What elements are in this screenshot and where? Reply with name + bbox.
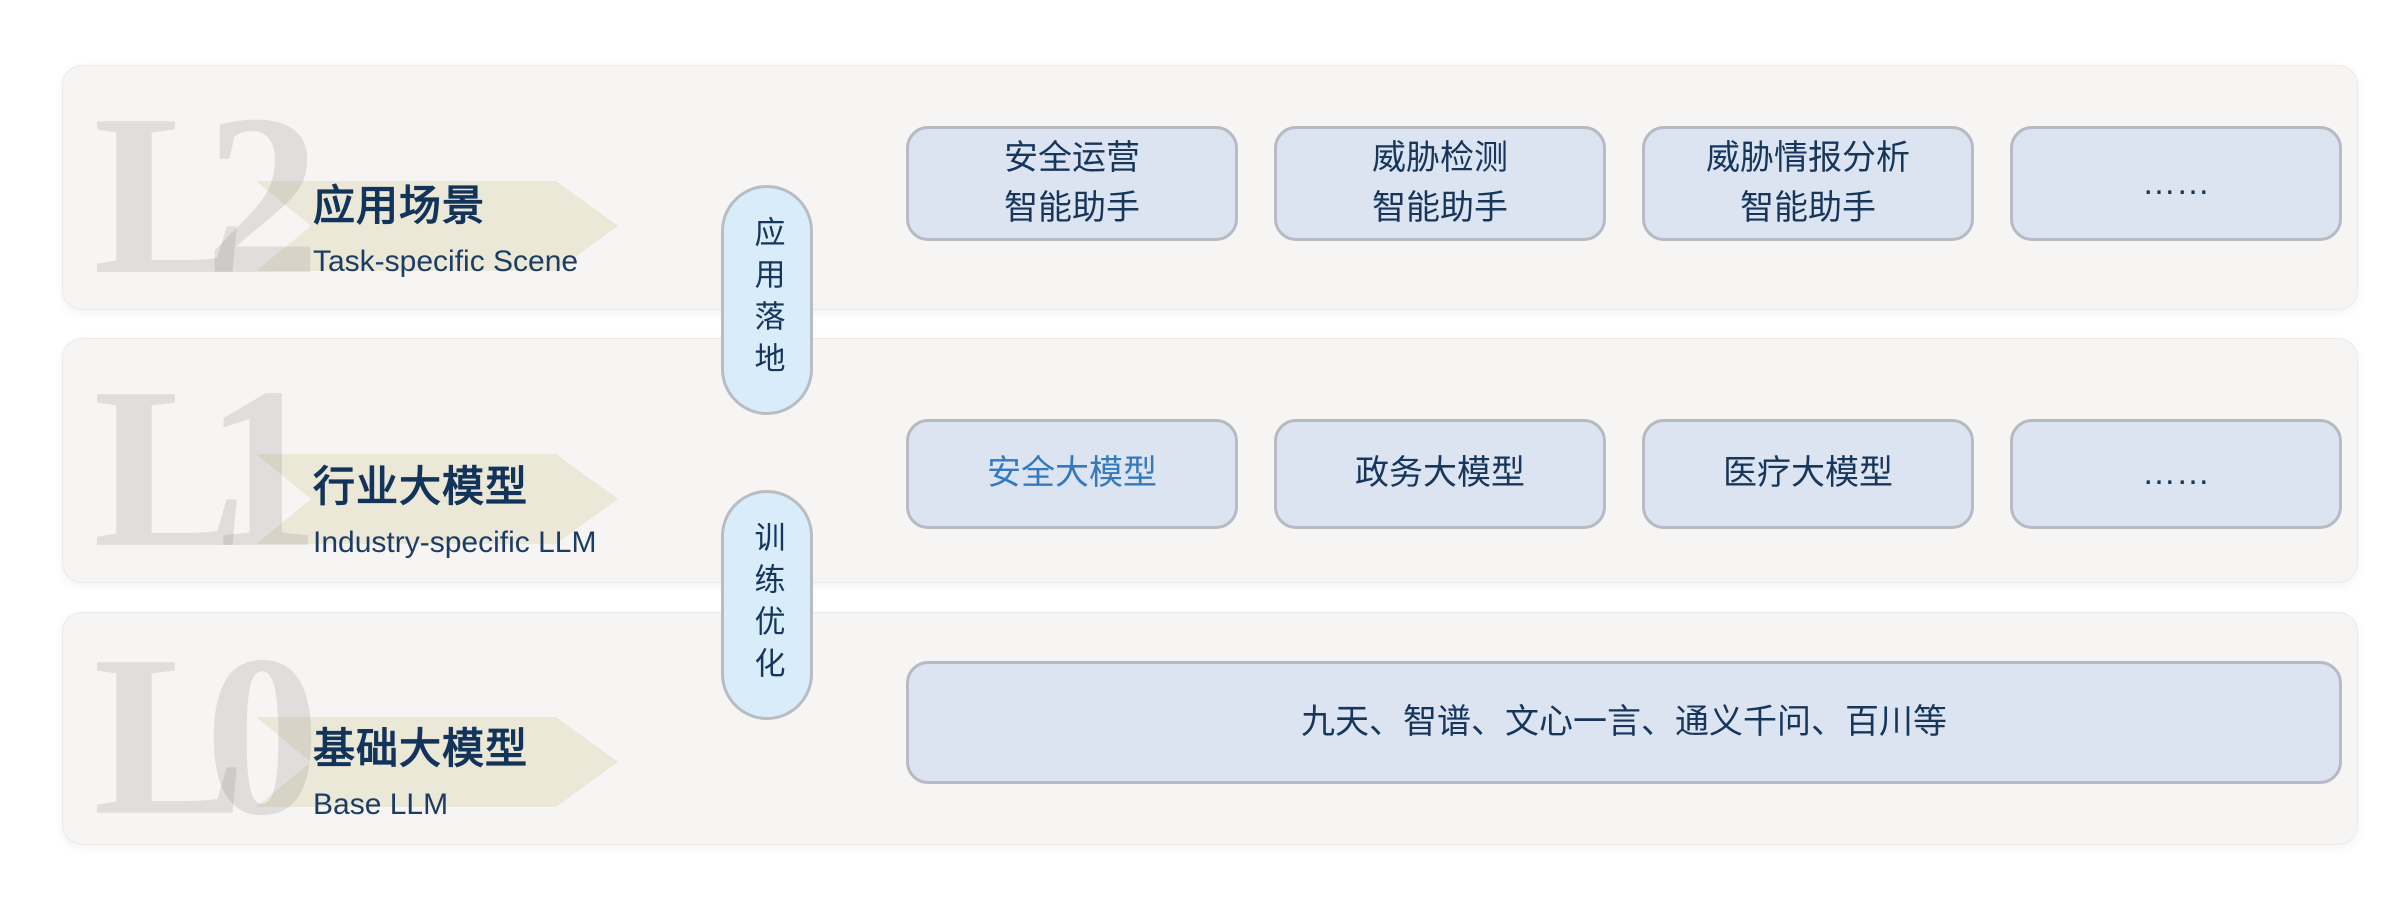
layer-title-zh: 应用场景	[313, 182, 486, 229]
layer-panel-l2: L2 应用场景 Task-specific Scene 安全运营 智能助手 威胁…	[62, 65, 2358, 310]
scene-box-security-ops-assistant: 安全运营 智能助手	[906, 126, 1238, 241]
layer-title-en: Base LLM	[313, 788, 449, 821]
layer-title-zh: 行业大模型	[313, 463, 529, 510]
title-arrow-ribbon	[256, 717, 618, 807]
scene-box-threat-detection-assistant: 威胁检测 智能助手	[1274, 126, 1606, 241]
industry-box-security-llm: 安全大模型	[906, 419, 1238, 529]
layer-watermark-l0: L0	[93, 607, 320, 863]
layer-watermark-l2: L2	[93, 66, 320, 322]
title-arrow-ribbon	[256, 454, 618, 544]
layer-title-zh: 基础大模型	[313, 725, 529, 772]
base-model-box-row: 九天、智谱、文心一言、通义千问、百川等	[906, 661, 2342, 784]
title-arrow-ribbon	[256, 181, 618, 271]
industry-box-government-llm: 政务大模型	[1274, 419, 1606, 529]
base-llm-box: 九天、智谱、文心一言、通义千问、百川等	[906, 661, 2342, 784]
connector-pill-label: 应用落地	[749, 216, 785, 384]
scene-box-ellipsis: ……	[2010, 126, 2342, 241]
layer-title-block: 行业大模型 Industry-specific LLM	[313, 453, 596, 560]
layer-title-block: 应用场景 Task-specific Scene	[313, 172, 578, 279]
connector-pill-training-optimization: 训练优化	[721, 490, 813, 720]
layer-watermark-l1: L1	[93, 339, 320, 595]
industry-box-ellipsis: ……	[2010, 419, 2342, 529]
industry-model-box-row: 安全大模型 政务大模型 医疗大模型 ……	[906, 419, 2342, 529]
connector-pill-application-deployment: 应用落地	[721, 185, 813, 415]
layer-panel-l1: L1 行业大模型 Industry-specific LLM 安全大模型 政务大…	[62, 338, 2358, 583]
scene-box-row: 安全运营 智能助手 威胁检测 智能助手 威胁情报分析 智能助手 ……	[906, 126, 2342, 241]
layer-title-en: Industry-specific LLM	[313, 526, 597, 559]
industry-box-medical-llm: 医疗大模型	[1642, 419, 1974, 529]
layer-title-block: 基础大模型 Base LLM	[313, 715, 528, 822]
layer-title-en: Task-specific Scene	[313, 245, 579, 278]
layer-panel-l0: L0 基础大模型 Base LLM 九天、智谱、文心一言、通义千问、百川等	[62, 612, 2358, 850]
scene-box-threat-intel-assistant: 威胁情报分析 智能助手	[1642, 126, 1974, 241]
connector-pill-label: 训练优化	[749, 521, 785, 689]
